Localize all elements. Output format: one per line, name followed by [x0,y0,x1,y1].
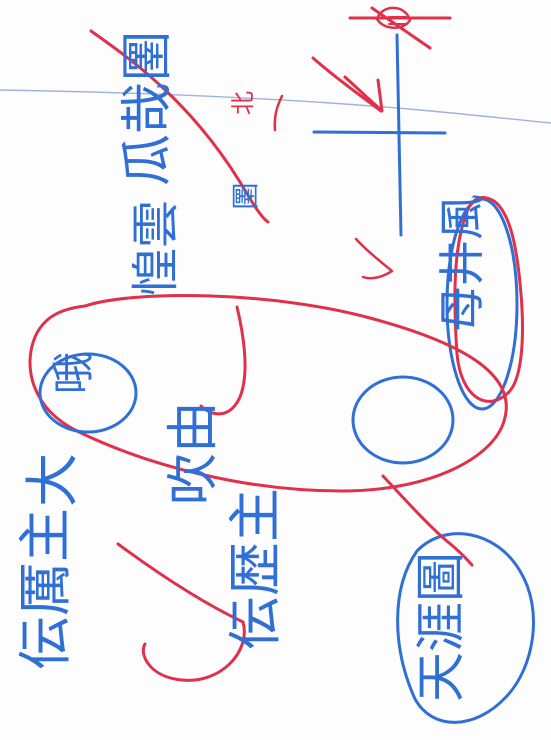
red-tick-small [275,96,282,130]
blue-cross-marker [314,35,445,235]
red-curve-middle [201,307,245,414]
column-text-4: 哦 [49,352,98,394]
handwritten-columns: 瓜哉圛 惶雲 母井風 哦 吹由 大 伝厲主 伝歴主 天涯圖 北 圛 [14,30,489,702]
blue-circle-middle-right [353,377,453,463]
red-link-to-lower-right [383,476,472,565]
column-text-6: 大 [21,453,84,507]
red-small-arrowlike [356,239,392,278]
column-text-1: 瓜哉圛 [118,30,178,186]
crossed-symbol [350,8,450,48]
column-text-3: 母井風 [435,194,489,332]
column-text-11: 圛 [229,182,262,210]
column-text-9: 天涯圖 [412,552,470,702]
column-text-5: 吹由 [164,401,224,505]
column-text-10: 北 [229,91,257,115]
column-text-2: 惶雲 [128,200,184,296]
column-text-7: 伝厲主 [14,508,77,670]
column-text-8: 伝歴主 [224,488,287,650]
